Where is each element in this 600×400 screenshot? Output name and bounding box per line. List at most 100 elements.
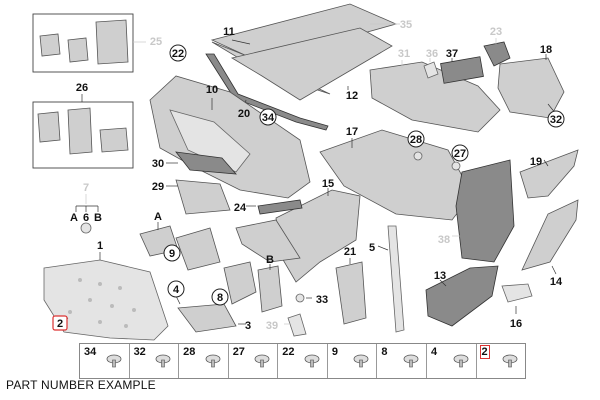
callout-28: 28 bbox=[407, 130, 425, 148]
part-7-clip bbox=[80, 222, 92, 234]
fastener-icon bbox=[106, 354, 121, 368]
fastener-cell: 4 bbox=[427, 344, 477, 378]
callout-label: 25 bbox=[150, 36, 162, 48]
part-25-detail-box bbox=[32, 13, 134, 73]
callout-ring bbox=[259, 108, 277, 126]
callout-label: 28 bbox=[410, 134, 422, 146]
part-14-rocker-trim bbox=[521, 199, 579, 271]
callout-label: 22 bbox=[172, 48, 184, 60]
part-8-area bbox=[223, 261, 257, 305]
fastener-icon bbox=[353, 354, 369, 368]
callout-24: 24 bbox=[234, 202, 247, 214]
fastener-cell: 2 bbox=[477, 344, 526, 378]
callout-4: 4 bbox=[167, 280, 185, 298]
part-9-area bbox=[175, 227, 221, 271]
part-25-pad-b bbox=[67, 37, 89, 63]
part-23-damper bbox=[483, 41, 511, 67]
part-26-pad-c bbox=[99, 127, 129, 153]
callout-label: 18 bbox=[540, 44, 552, 56]
fastener-number: 34 bbox=[84, 346, 97, 358]
callout-label: 37 bbox=[446, 48, 458, 60]
fastener-number: 2 bbox=[479, 345, 490, 359]
callout-1: 1 bbox=[97, 240, 103, 252]
fastener-cell: 28 bbox=[179, 344, 229, 378]
part-26-pad-a bbox=[37, 111, 61, 143]
part-28-plug bbox=[413, 151, 423, 161]
callout-label: B bbox=[94, 212, 102, 224]
callout-label: 9 bbox=[169, 248, 175, 260]
callout-label: 30 bbox=[152, 158, 164, 170]
callout-31: 31 bbox=[398, 48, 410, 60]
callout-label: 33 bbox=[316, 294, 328, 306]
part-33-plug bbox=[295, 293, 305, 303]
part-36-clip bbox=[423, 61, 439, 79]
callout-23: 23 bbox=[490, 26, 502, 38]
callout-label: 14 bbox=[550, 276, 563, 288]
callout-20: 20 bbox=[238, 108, 250, 120]
callout-label: 11 bbox=[223, 26, 235, 38]
callout-label: 12 bbox=[346, 90, 358, 102]
callout-27: 27 bbox=[451, 144, 469, 162]
callout-label: 7 bbox=[83, 182, 89, 194]
callout-ring bbox=[167, 280, 185, 298]
part-24-strip bbox=[257, 199, 303, 215]
part-39-clip bbox=[287, 313, 307, 337]
callout-label: 20 bbox=[238, 108, 250, 120]
callout-17: 17 bbox=[346, 126, 358, 138]
callout-10: 10 bbox=[206, 84, 218, 96]
callout-30: 30 bbox=[152, 158, 164, 170]
part-37-pad bbox=[440, 56, 484, 84]
callout-label: 21 bbox=[344, 246, 356, 258]
callout-label: 19 bbox=[530, 156, 542, 168]
callout-label: A bbox=[70, 212, 78, 224]
caption: PART NUMBER EXAMPLE bbox=[6, 378, 156, 392]
fastener-cell: 9 bbox=[328, 344, 378, 378]
fastener-cell: 8 bbox=[377, 344, 427, 378]
callout-label: 5 bbox=[369, 242, 375, 254]
callout-11: 11 bbox=[223, 26, 235, 38]
part-26-detail-box bbox=[32, 101, 134, 169]
fastener-number: 8 bbox=[381, 346, 388, 358]
callout-label: 31 bbox=[398, 48, 410, 60]
fastener-icon bbox=[155, 354, 171, 368]
callout-a: A bbox=[154, 211, 162, 223]
part-25-pad-c bbox=[95, 19, 129, 65]
part-19-pillar-trim bbox=[519, 149, 579, 199]
callout-label: 34 bbox=[262, 112, 275, 124]
callout-ring bbox=[407, 130, 425, 148]
part-5-rod bbox=[387, 225, 405, 333]
callout-21: 21 bbox=[344, 246, 356, 258]
callout-ring bbox=[211, 288, 229, 306]
callout-14: 14 bbox=[550, 276, 563, 288]
callout-33: 33 bbox=[316, 294, 328, 306]
callout-ring bbox=[547, 110, 565, 128]
part-16-clip bbox=[501, 283, 533, 303]
callout-label: A bbox=[154, 211, 162, 223]
callout-8: 8 bbox=[211, 288, 229, 306]
callout-29: 29 bbox=[152, 181, 164, 193]
callout-12: 12 bbox=[346, 90, 358, 102]
callout-34: 34 bbox=[259, 108, 277, 126]
callout-15: 15 bbox=[322, 178, 334, 190]
part-38-inner-panel bbox=[455, 159, 515, 263]
part-25-pad-a bbox=[39, 33, 61, 57]
callout-25: 25 bbox=[150, 36, 162, 48]
callout-36: 36 bbox=[426, 48, 438, 60]
callout-label: 4 bbox=[173, 284, 180, 296]
callout-22: 22 bbox=[169, 44, 187, 62]
fastener-number: 4 bbox=[430, 346, 438, 358]
part-13-floor-panel bbox=[425, 265, 499, 327]
part-26-pad-b bbox=[67, 107, 93, 155]
fastener-number: 22 bbox=[282, 346, 295, 358]
callout-ring bbox=[52, 315, 68, 331]
fastener-icon bbox=[502, 354, 518, 368]
part-18-panel bbox=[497, 57, 565, 119]
part-1-floor-insulation bbox=[43, 259, 169, 341]
part-27-plug bbox=[451, 161, 461, 171]
callout-19: 19 bbox=[530, 156, 542, 168]
callout-b: B bbox=[266, 254, 274, 266]
fastener-number: 28 bbox=[183, 346, 196, 358]
fastener-number: 9 bbox=[331, 346, 338, 358]
part-tunnel-lower bbox=[235, 219, 301, 263]
